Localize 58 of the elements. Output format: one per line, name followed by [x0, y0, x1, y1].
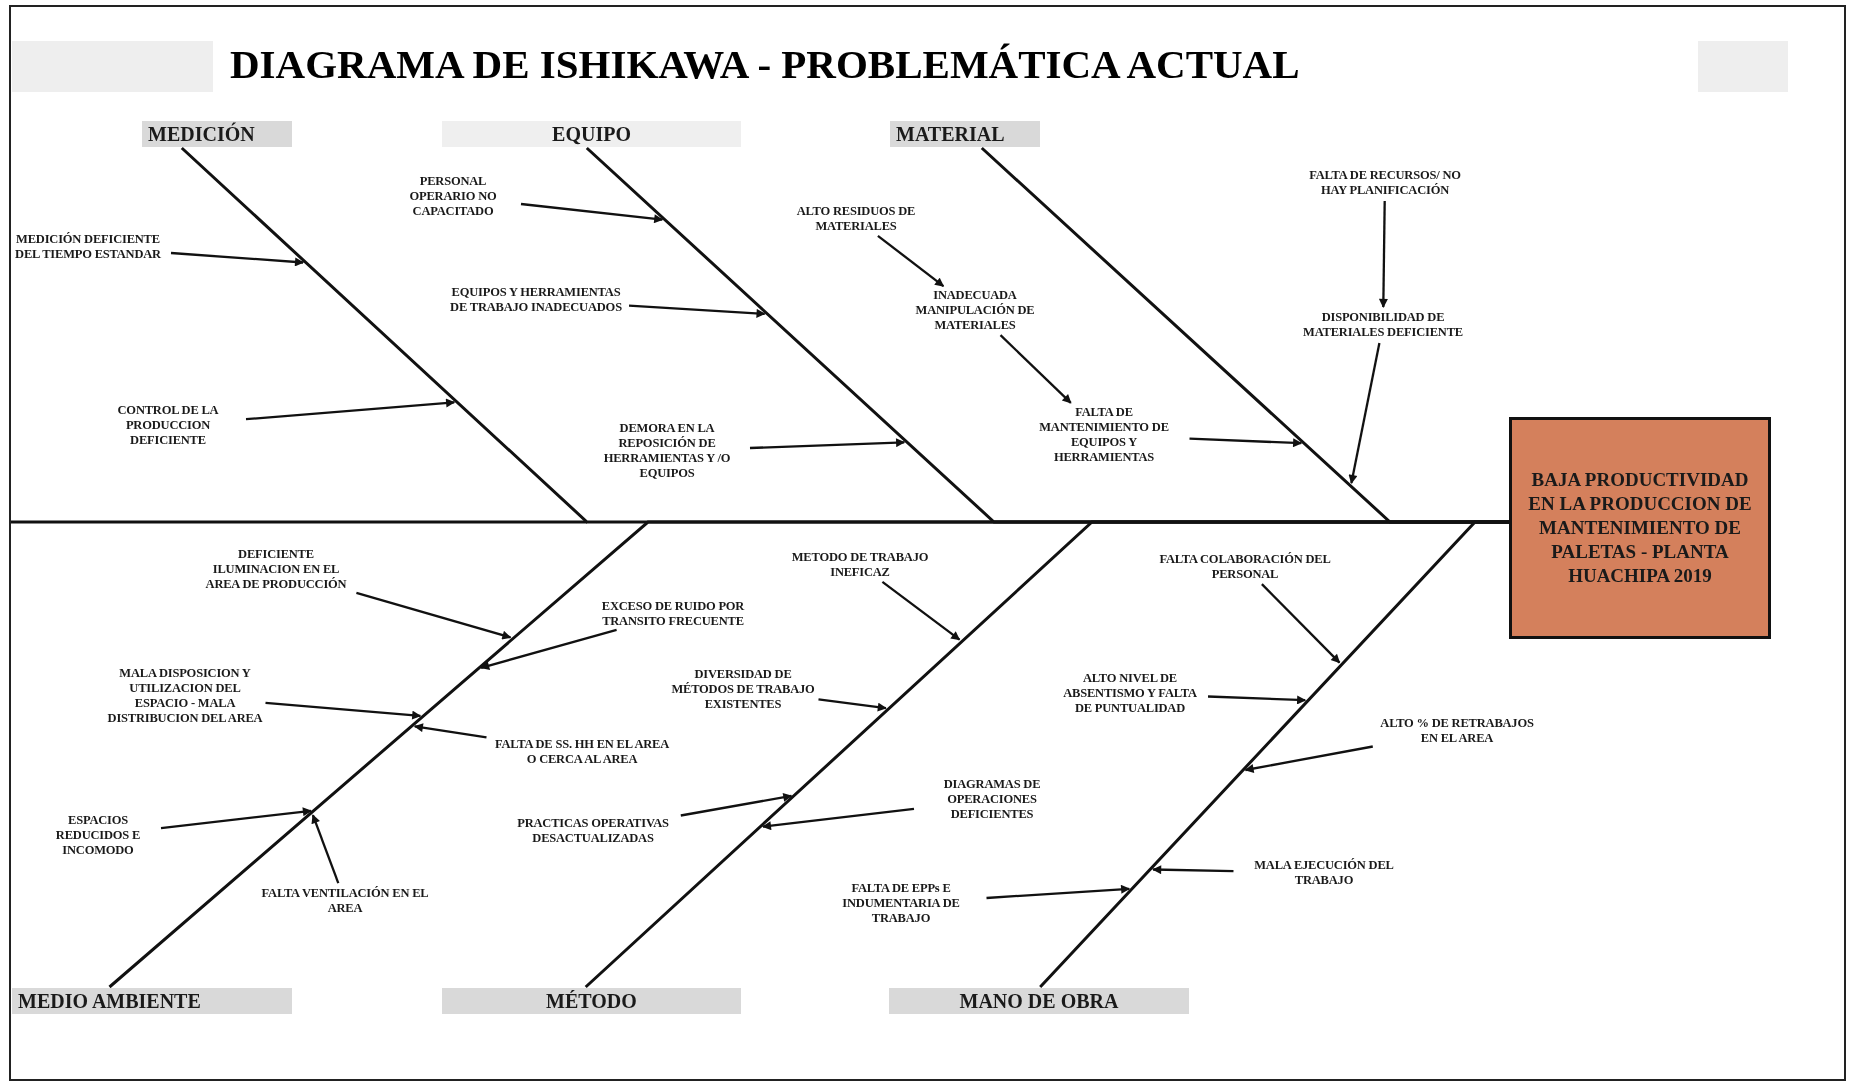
arrow: [1348, 342, 1381, 484]
cause-text: FALTA DE MANTENIMIENTO DE EQUIPOS Y HERRAMIENTAS: [1021, 405, 1187, 465]
cause-text: DIVERSIDAD DE MÉTODOS DE TRABAJO EXISTENTES: [670, 667, 816, 712]
cause-text: ALTO NIVEL DE ABSENTISMO Y FALTA DE PUNTUALIDAD: [1055, 671, 1205, 716]
category-label: EQUIPO: [442, 121, 741, 147]
arrow: [999, 334, 1072, 404]
cause-text: MEDICIÓN DEFICIENTE DEL TIEMPO ESTANDAR: [8, 232, 168, 262]
cause-text: DIAGRAMAS DE OPERACIONES DEFICIENTES: [917, 777, 1067, 822]
arrow: [818, 698, 887, 712]
arrow: [680, 792, 793, 817]
cause-text: EXCESO DE RUIDO POR TRANSITO FRECUENTE: [590, 599, 756, 629]
arrow: [480, 628, 617, 670]
category-label: MÉTODO: [442, 988, 741, 1014]
cause-text: PRACTICAS OPERATIVAS DESACTUALIZADAS: [508, 816, 678, 846]
arrow: [1152, 865, 1234, 875]
arrow: [311, 814, 340, 884]
effect-box: BAJA PRODUCTIVIDAD EN LA PRODUCCION DE MANTENIMIENTO DE PALETAS - PLANTA HUACHIPA 2019: [1509, 417, 1771, 639]
cause-text: DEFICIENTE ILUMINACION EN EL AREA DE PRODUCCIÓN: [198, 547, 354, 592]
cause-text: FALTA DE SS. HH EN EL AREA O CERCA AL AREA: [489, 737, 675, 767]
arrow: [1378, 201, 1388, 308]
arrow: [413, 723, 487, 739]
cause-text: DISPONIBILIDAD DE MATERIALES DEFICIENTE: [1295, 310, 1471, 340]
cause-text: MALA EJECUCIÓN DEL TRABAJO: [1236, 858, 1412, 888]
arrow: [160, 807, 312, 830]
arrow: [1261, 583, 1341, 664]
arrow: [749, 438, 906, 450]
cause-text: ALTO RESIDUOS DE MATERIALES: [766, 204, 946, 234]
arrow: [1207, 695, 1307, 705]
cause-text: FALTA VENTILACIÓN EN EL AREA: [255, 886, 435, 916]
category-label: MEDICIÓN: [142, 121, 292, 147]
cause-text: INADECUADA MANIPULACIÓN DE MATERIALES: [892, 288, 1058, 333]
cause-text: ESPACIOS REDUCIDOS E INCOMODO: [38, 813, 158, 858]
cause-text: PERSONAL OPERARIO NO CAPACITADO: [388, 174, 518, 219]
arrow: [1189, 437, 1303, 448]
arrow: [762, 807, 915, 831]
cause-text: EQUIPOS Y HERRAMIENTAS DE TRABAJO INADECUADOS: [446, 285, 626, 315]
arrow: [356, 591, 512, 640]
cause-text: FALTA DE EPPs E INDUMENTARIA DE TRABAJO: [818, 881, 984, 926]
diagram-title: DIAGRAMA DE ISHIKAWA - PROBLEMÁTICA ACTUAL: [230, 40, 1300, 89]
arrow: [986, 884, 1131, 900]
cause-text: METODO DE TRABAJO INEFICAZ: [767, 550, 953, 580]
arrow: [265, 701, 422, 720]
category-label: MATERIAL: [890, 121, 1040, 147]
cause-text: MALA DISPOSICION Y UTILIZACION DEL ESPACIO - MALA DISTRIBUCION DEL AREA: [107, 666, 263, 726]
arrow: [245, 398, 456, 421]
cause-text: CONTROL DE LA PRODUCCION DEFICIENTE: [93, 403, 243, 448]
category-label: MEDIO AMBIENTE: [12, 988, 292, 1014]
category-label: MANO DE OBRA: [889, 988, 1189, 1014]
arrow: [1244, 745, 1373, 773]
cause-text: FALTA COLABORACIÓN DEL PERSONAL: [1152, 552, 1338, 582]
arrow: [628, 304, 766, 318]
cause-text: FALTA DE RECURSOS/ NO HAY PLANIFICACIÓN: [1295, 168, 1475, 198]
cause-text: ALTO % DE RETRABAJOS EN EL AREA: [1372, 716, 1542, 746]
arrow: [520, 202, 664, 224]
arrow: [881, 580, 961, 641]
arrow: [877, 234, 945, 288]
cause-text: DEMORA EN LA REPOSICIÓN DE HERRAMIENTAS Y /O EQUIPOS: [587, 421, 747, 481]
arrow: [170, 251, 304, 267]
